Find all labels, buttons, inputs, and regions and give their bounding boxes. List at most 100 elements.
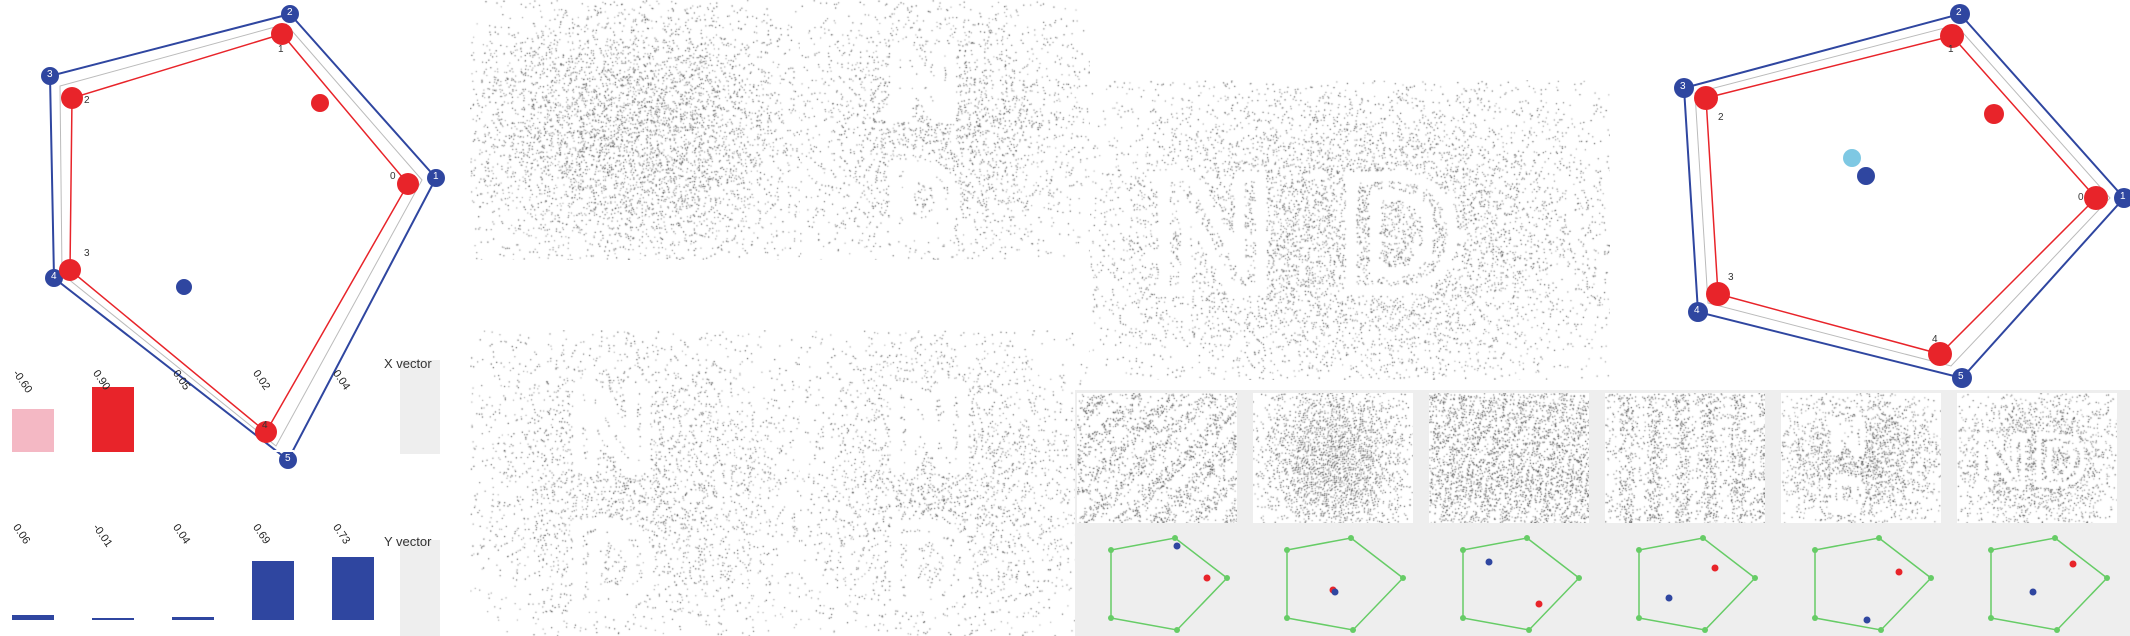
thumbnail-pentagon-6	[1988, 535, 2110, 633]
red-point	[311, 94, 329, 112]
thumbnail-pentagon-outline	[1462, 537, 1581, 631]
right-blue-point	[1857, 167, 1875, 185]
thumbnail-node	[1702, 627, 1708, 633]
x-vector-bar-2	[172, 450, 214, 452]
thumbnail-node	[1752, 575, 1758, 581]
right-outer-label-4: 4	[1694, 305, 1700, 316]
right-inner-node-2	[1694, 86, 1718, 110]
inner-node-2	[61, 87, 83, 109]
y-vector-label-box	[400, 540, 440, 636]
thumbnail-node	[1224, 575, 1230, 581]
thumbnail-red-point	[2069, 560, 2077, 568]
thumbnail-red-point	[1203, 574, 1211, 582]
thumbnail-noise-5	[1781, 393, 1941, 523]
y-vector-value-3: 0.69	[250, 522, 273, 547]
noise-panel-random	[470, 0, 800, 260]
thumbnail-node	[1284, 547, 1290, 553]
thumbnail-node	[1700, 535, 1706, 541]
thumbnail-pentagon-outline	[1638, 537, 1757, 631]
thumbnail-pentagon-1	[1108, 535, 1230, 633]
right-inner-node-4	[1928, 342, 1952, 366]
thumbnail-node	[1172, 535, 1178, 541]
thumbnail-red-point	[1895, 568, 1903, 576]
left-pentagon-diagram	[41, 5, 445, 469]
thumbnail-pentagon-5	[1812, 535, 1934, 633]
thumbnail-node	[1350, 627, 1356, 633]
inner-node-1	[271, 23, 293, 45]
y-vector-value-1: -0.01	[90, 522, 115, 550]
left-inner-label-0: 0	[390, 171, 396, 182]
thumbnail-node	[2052, 535, 2058, 541]
right-outer-node-4	[1688, 302, 1708, 322]
right-lightblue-point	[1843, 149, 1861, 167]
thumbnail-node	[1524, 535, 1530, 541]
right-outer-label-1: 1	[2120, 191, 2126, 202]
left-outer-label-4: 4	[51, 271, 57, 282]
y-vector-bar-0	[12, 614, 54, 620]
inner-node-0	[397, 173, 419, 195]
noise-panel-wide-nd	[1090, 80, 1610, 380]
thumbnail-noise-1	[1077, 393, 1237, 523]
thumbnail-pentagon-3	[1460, 535, 1582, 633]
thumbnail-node	[1878, 627, 1884, 633]
right-outer-label-3: 3	[1680, 81, 1686, 92]
y-vector-value-4: 0.73	[330, 522, 353, 547]
thumbnail-node	[1460, 615, 1466, 621]
thumbnail-node	[1812, 547, 1818, 553]
thumbnail-node	[1988, 547, 1994, 553]
thumbnail-node	[1108, 615, 1114, 621]
y-vector-bar-1	[92, 618, 134, 620]
inner-node-4	[255, 421, 277, 443]
right-inner-node-0	[2084, 186, 2108, 210]
outer-node-3	[41, 67, 59, 85]
x-vector-label-box	[400, 360, 440, 454]
noise-panel-nd-bottom-mid	[800, 330, 1090, 636]
thumbnail-blue-point	[1173, 542, 1181, 550]
left-inner-label-3: 3	[84, 248, 90, 259]
thumbnail-node	[2104, 575, 2110, 581]
outer-pentagon	[48, 12, 438, 462]
right-pentagon-diagram	[1674, 4, 2130, 388]
left-inner-label-2: 2	[84, 95, 90, 106]
right-outer-node-3	[1674, 78, 1694, 98]
right-outer-node-5	[1952, 368, 1972, 388]
y-vector-bar-3	[252, 560, 294, 620]
thumbnail-node	[1928, 575, 1934, 581]
right-inner-label-3: 3	[1728, 272, 1734, 283]
thumbnail-node	[1812, 615, 1818, 621]
noise-panel-nd-bottom-left	[470, 330, 800, 636]
right-inner-label-1: 1	[1948, 44, 1954, 55]
outer-node-1	[427, 169, 445, 187]
y-vector-label: Y vector	[384, 534, 432, 549]
outer-node-5	[279, 451, 297, 469]
thumbnail-blue-point	[2029, 588, 2037, 596]
right-outer-label-2: 2	[1956, 7, 1962, 18]
thumbnail-pentagon-4	[1636, 535, 1758, 633]
outer-node-2	[281, 5, 299, 23]
thumbnail-pentagon-outline	[1286, 537, 1405, 631]
thumbnail-node	[2054, 627, 2060, 633]
x-vector-bar-4	[332, 450, 374, 452]
inner-node-3	[59, 259, 81, 281]
right-outer-pentagon	[1682, 12, 2126, 380]
thumbnail-pentagon-outline	[1990, 537, 2109, 631]
left-outer-label-5: 5	[285, 453, 291, 464]
y-vector-value-2: 0.04	[170, 522, 193, 547]
y-vector-bar-2	[172, 616, 214, 620]
x-vector-bar-3	[252, 450, 294, 452]
right-inner-node-1	[1940, 24, 1964, 48]
left-outer-label-3: 3	[47, 69, 53, 80]
left-inner-label-1: 1	[278, 44, 284, 55]
noise-panel-nd-top	[800, 0, 1090, 260]
right-outer-node-1	[2114, 188, 2130, 208]
thumbnail-red-point	[1535, 600, 1543, 608]
y-vector-bar-4	[332, 557, 374, 620]
thumbnail-node	[1400, 575, 1406, 581]
thumbnail-blue-point	[1485, 558, 1493, 566]
pentagon-band	[59, 23, 423, 447]
blue-point	[176, 279, 192, 295]
right-red-point	[1984, 104, 2004, 124]
thumbnail-blue-point	[1863, 616, 1871, 624]
thumbnail-node	[1284, 615, 1290, 621]
thumbnail-noise-2	[1253, 393, 1413, 523]
